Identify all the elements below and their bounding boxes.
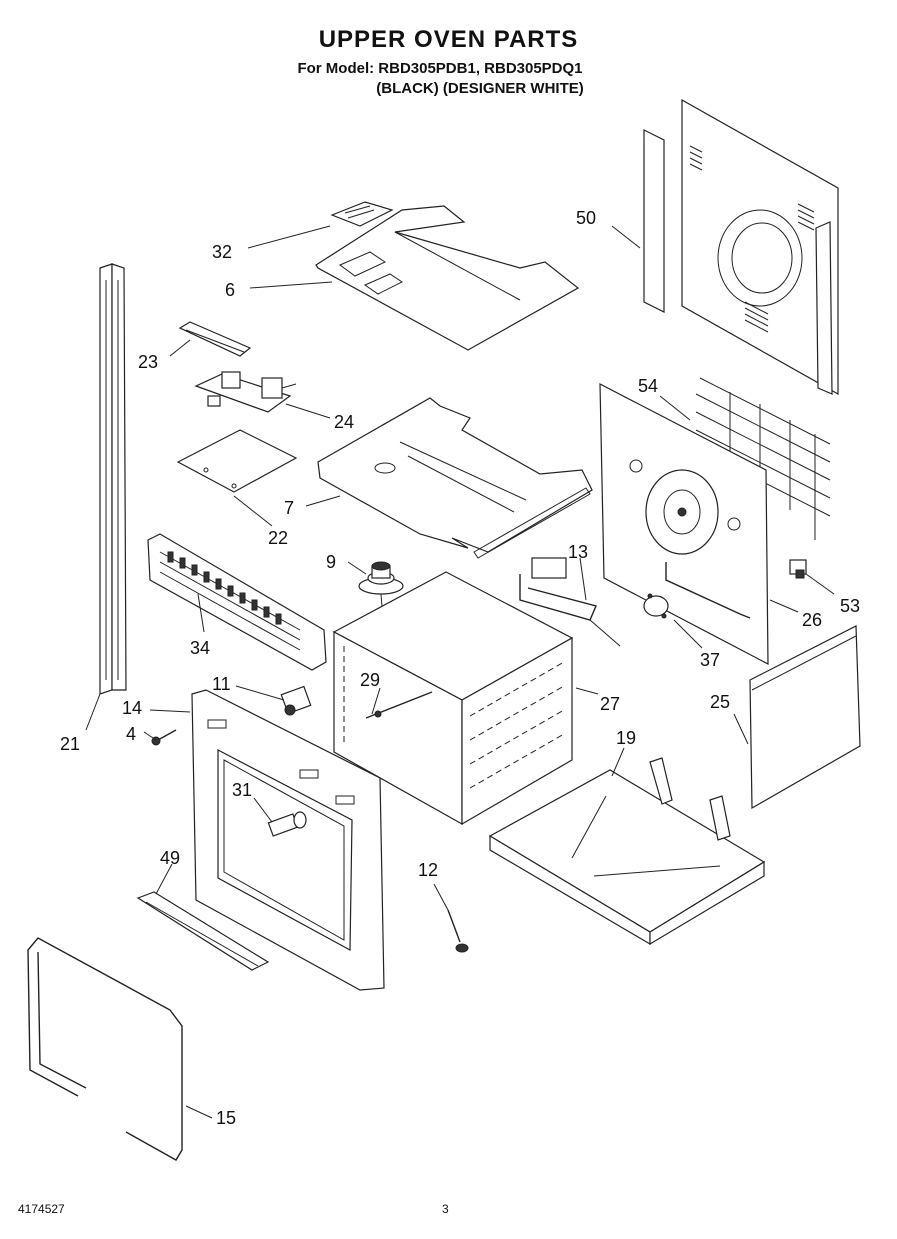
part-7-top-cover (317, 397, 593, 559)
callout-23: 23 (138, 352, 158, 372)
callout-32: 32 (212, 242, 232, 262)
page-number: 3 (442, 1202, 449, 1216)
part-29-rod (365, 691, 433, 719)
callout-14: 14 (122, 698, 142, 718)
callout-25: 25 (710, 692, 730, 712)
model-line: For Model: RBD305PDB1, RBD305PDQ1 (297, 60, 583, 77)
callout-21: 21 (60, 734, 80, 754)
callout-7: 7 (284, 498, 294, 518)
callout-50: 50 (576, 208, 596, 228)
callout-11: 11 (212, 674, 231, 694)
callout-37: 37 (700, 650, 720, 670)
part-21-side-trim (99, 263, 127, 695)
part-13-element (519, 557, 621, 647)
part-27-oven-cavity (332, 571, 574, 826)
part-22-insulation (176, 429, 298, 493)
diagram-title: UPPER OVEN PARTS (318, 26, 579, 53)
part-26-fan-panel (599, 383, 769, 665)
callout-13: 13 (568, 542, 588, 562)
part-49-trim-strip (136, 891, 270, 971)
callout-22: 22 (268, 528, 288, 548)
callout-29: 29 (360, 670, 380, 690)
callout-24: 24 (334, 412, 354, 432)
part-4-screw (151, 729, 177, 746)
part-24-switch-assembly (194, 371, 297, 413)
callout-9: 9 (326, 552, 336, 572)
callout-6: 6 (225, 280, 235, 300)
part-34-vent-grille (147, 533, 327, 671)
part-31-lamp (267, 811, 307, 837)
part-6-top-panel (315, 205, 580, 351)
document-number: 4174527 (18, 1202, 65, 1216)
callout-31: 31 (232, 780, 252, 800)
part-9-sensor (358, 561, 404, 633)
callout-15: 15 (216, 1108, 236, 1128)
part-14-front-frame (191, 689, 385, 991)
part-25-side-panel (749, 625, 861, 810)
part-50-rear-panel (643, 98, 839, 396)
part-32-plate (330, 201, 394, 227)
callout-53: 53 (840, 596, 860, 616)
part-23-bracket (178, 321, 252, 357)
part-15-door-gasket (27, 937, 183, 1161)
callout-19: 19 (616, 728, 636, 748)
leader-lines (85, 225, 835, 1119)
callout-4: 4 (126, 724, 136, 744)
part-37-gasket (643, 593, 669, 619)
callout-numbers: 32 6 50 23 24 54 7 22 9 13 34 53 26 37 1… (60, 208, 860, 1128)
part-53-switch (789, 559, 807, 579)
callout-12: 12 (418, 860, 438, 880)
callout-34: 34 (190, 638, 210, 658)
part-19-bottom-pan (488, 757, 766, 946)
callout-49: 49 (160, 848, 180, 868)
callout-27: 27 (600, 694, 620, 714)
callout-54: 54 (638, 376, 658, 396)
part-12-clip (447, 909, 469, 953)
variant-line: (BLACK) (DESIGNER WHITE) (376, 80, 584, 97)
callout-26: 26 (802, 610, 822, 630)
part-11-lamp-socket (280, 685, 312, 716)
